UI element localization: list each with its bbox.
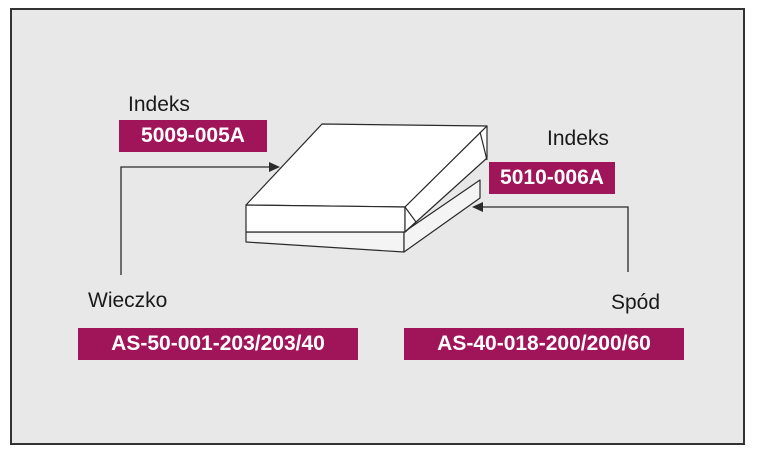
right-part-code-badge: AS-40-018-200/200/60 [404, 328, 684, 360]
left-pointer-arrowhead [269, 162, 280, 172]
right-pointer [482, 206, 629, 272]
box-base-side [403, 179, 481, 253]
left-index-code-badge: 5009-005A [119, 120, 267, 152]
box-fold-1 [404, 206, 417, 233]
right-index-code-badge: 5010-006A [489, 162, 615, 194]
left-part-label: Wieczko [88, 289, 168, 312]
box-fold-2 [479, 131, 488, 161]
right-part-label: Spód [611, 291, 661, 314]
box-drawing [245, 123, 488, 253]
right-pointer-line [482, 206, 629, 272]
left-pointer-line [120, 166, 272, 275]
left-index-label: Indeks [128, 93, 190, 116]
left-part-code-badge: AS-50-001-203/203/40 [78, 328, 358, 360]
box-lid-front [245, 204, 406, 233]
box-base-front [245, 231, 405, 253]
left-pointer [120, 166, 272, 275]
right-pointer-arrowhead [472, 202, 483, 212]
right-index-label: Indeks [547, 127, 609, 150]
